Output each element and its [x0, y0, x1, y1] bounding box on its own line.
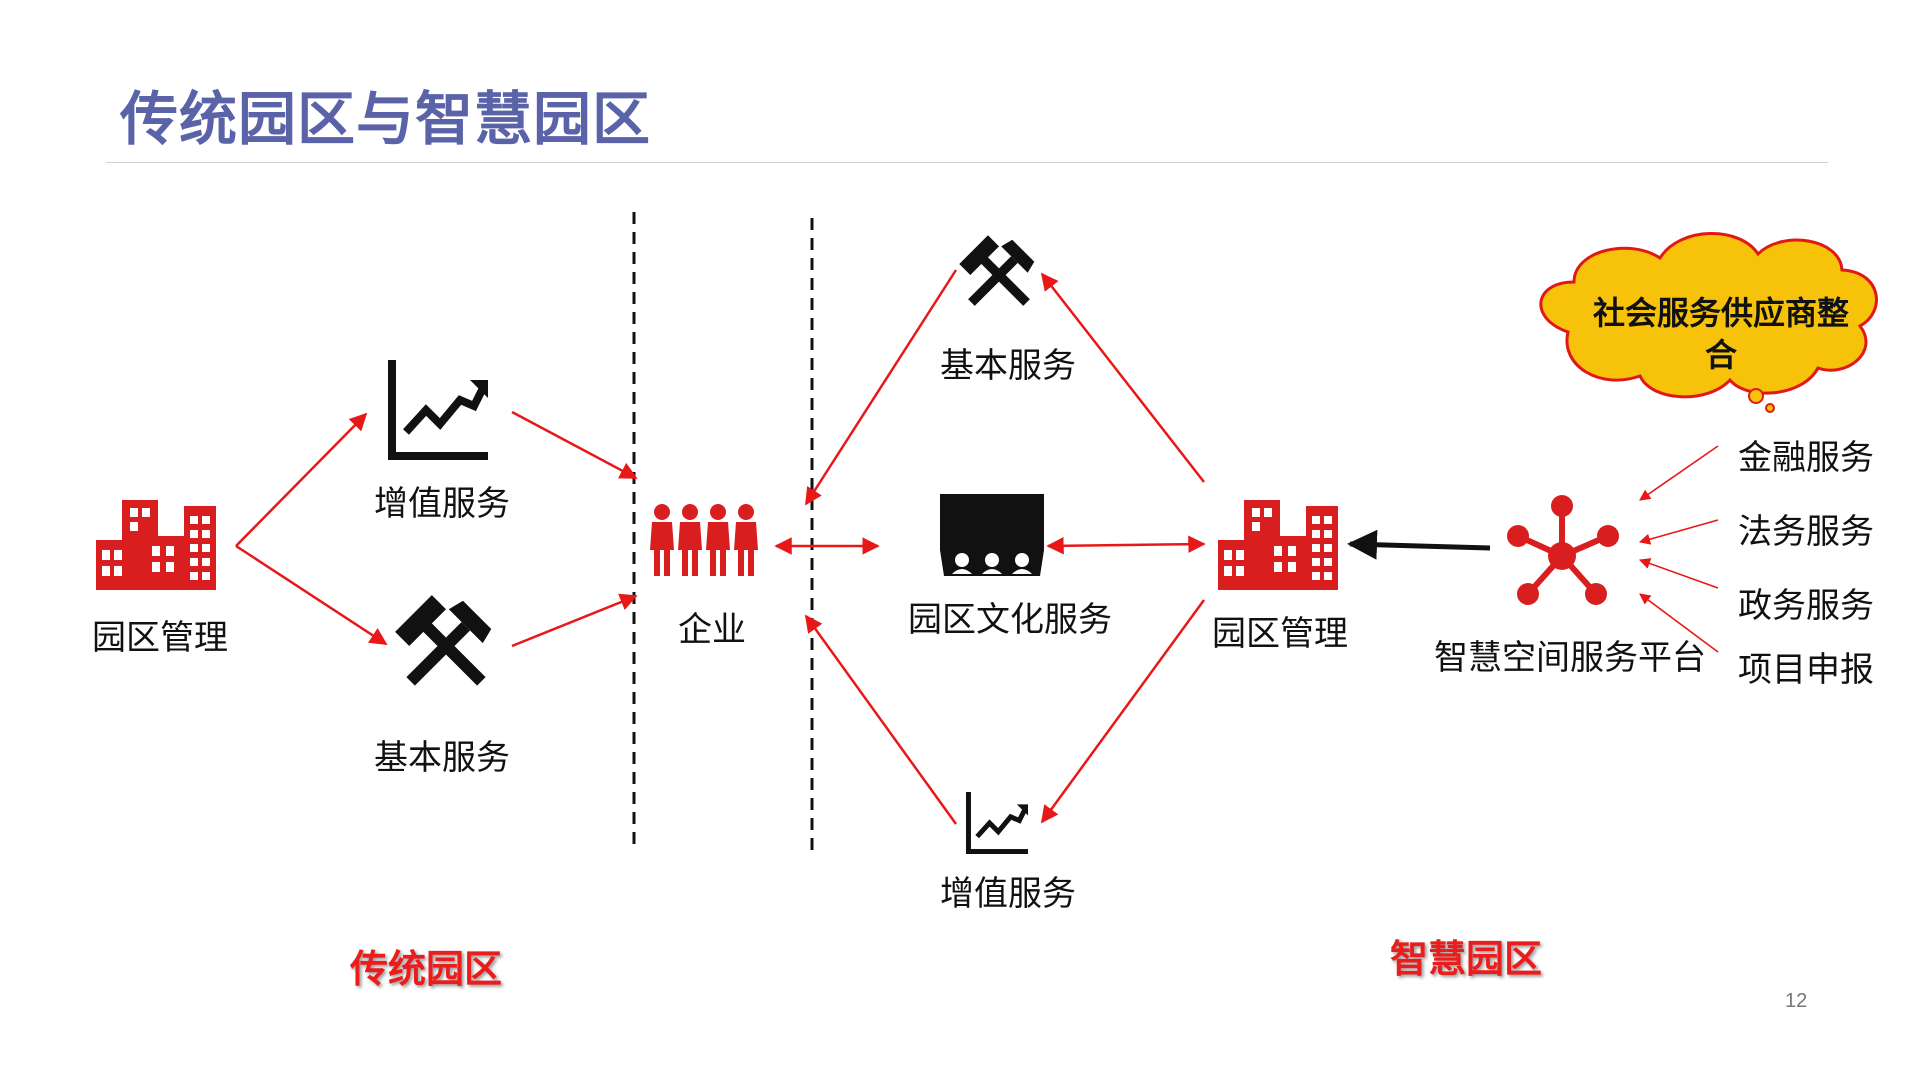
traditional-section-label: 传统园区 [350, 947, 503, 991]
provider-government-label: 政务服务 [1738, 586, 1874, 626]
smart-platform-network-icon [1507, 495, 1619, 605]
arrow-mgmt-to-value-added [235, 412, 368, 547]
arrow-finance-to-platform [1639, 445, 1719, 501]
traditional-value-added-chart-icon [388, 360, 488, 460]
cloud-callout [1539, 232, 1878, 413]
arrow-basic-to-enterprise-smart [804, 269, 958, 506]
arrow-mgmt-to-value-added-smart [1040, 599, 1206, 824]
arrow-mgmt-to-basic-smart [1040, 272, 1205, 483]
arrow-basic-to-enterprise [511, 593, 638, 648]
enterprise-label: 企业 [678, 610, 746, 650]
traditional-basic-service-tools-icon [393, 595, 500, 700]
traditional-park-building-icon [96, 500, 216, 590]
page-title: 传统园区与智慧园区 [120, 85, 652, 153]
platform-label: 智慧空间服务平台 [1434, 638, 1706, 678]
title-divider [106, 162, 1828, 163]
page-number: 12 [1785, 990, 1808, 1012]
smart-value-added-chart-icon [966, 792, 1028, 854]
arrow-legal-to-platform [1638, 519, 1719, 545]
arrow-project-to-platform [1639, 593, 1719, 653]
arrow-mgmt-to-basic [235, 544, 388, 646]
enterprise-people-icon [650, 504, 758, 576]
smart-basic-service-label: 基本服务 [940, 346, 1076, 386]
provider-finance-label: 金融服务 [1738, 438, 1874, 478]
traditional-park-mgmt-label: 园区管理 [92, 618, 228, 658]
cloud-callout-text: 社会服务供应商整合 [1592, 294, 1849, 374]
culture-theater-icon [940, 494, 1044, 576]
smart-basic-service-tools-icon [958, 235, 1041, 317]
traditional-value-added-label: 增值服务 [374, 484, 510, 524]
provider-project-label: 项目申报 [1738, 650, 1874, 690]
arrow-value-added-to-enterprise-smart [804, 614, 958, 825]
smart-section-label: 智慧园区 [1390, 937, 1543, 981]
smart-value-added-label: 增值服务 [940, 874, 1076, 914]
arrow-value-added-to-enterprise [511, 410, 638, 480]
traditional-basic-service-label: 基本服务 [374, 738, 510, 778]
culture-service-label: 园区文化服务 [908, 600, 1112, 640]
smart-park-building-icon [1218, 500, 1338, 590]
arrow-culture-mgmt [1046, 535, 1206, 555]
arrow-platform-to-mgmt [1347, 529, 1491, 560]
smart-park-mgmt-label: 园区管理 [1212, 614, 1348, 654]
arrow-government-to-platform [1638, 558, 1719, 589]
provider-legal-label: 法务服务 [1738, 512, 1874, 552]
